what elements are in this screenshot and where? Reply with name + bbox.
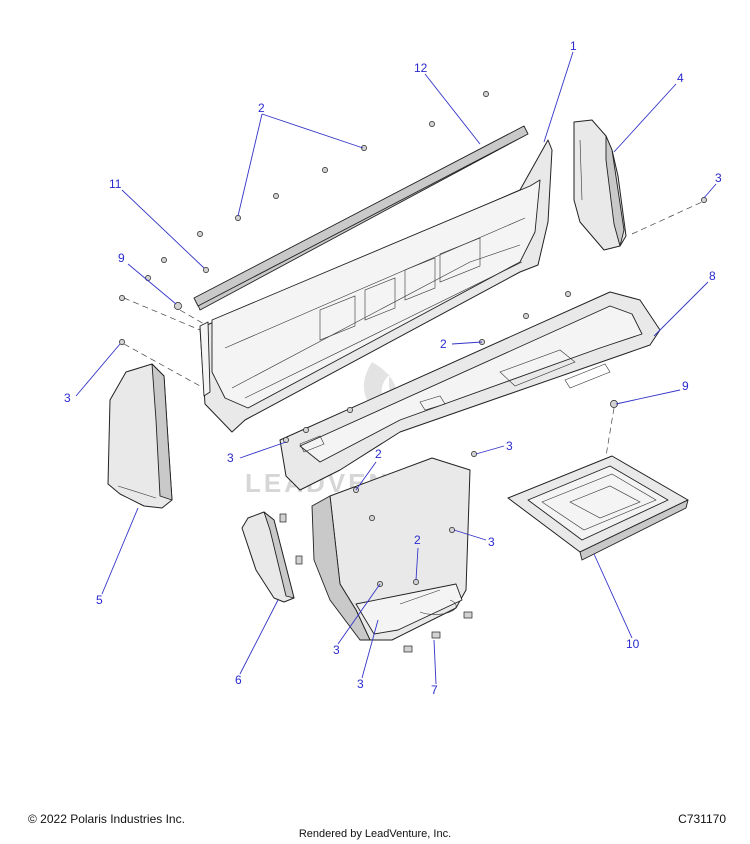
callout-5: 5 [96,593,103,607]
side-panel-right [573,119,627,251]
callout-12: 12 [414,61,428,75]
callout-3: 3 [715,171,722,185]
callout-1: 1 [570,39,577,53]
callout-2: 2 [414,533,421,547]
seal-strip [193,125,529,307]
callout-3: 3 [357,677,364,691]
copyright-text: © 2022 Polaris Industries Inc. [28,812,185,826]
callout-4: 4 [677,71,684,85]
callout-3: 3 [333,643,340,657]
callout-7: 7 [431,683,438,697]
callout-9: 9 [118,251,125,265]
floor-pan [279,291,661,491]
side-panel-left [107,363,173,509]
alignment-lines [123,201,703,457]
fasteners [119,91,707,653]
tray [507,455,689,561]
diagram-id: C731170 [678,812,726,826]
callout-2: 2 [258,101,265,115]
storage-box [311,457,471,641]
callouts: 1 12 4 2 11 3 9 8 2 3 9 3 2 3 3 5 2 6 3 … [64,39,722,697]
callout-10: 10 [626,637,640,651]
callout-3: 3 [227,451,234,465]
callout-11: 11 [109,177,122,191]
leader-lines [75,51,717,685]
cushion [241,511,295,603]
callout-8: 8 [709,269,716,283]
callout-3: 3 [506,439,513,453]
callout-9: 9 [682,379,689,393]
callout-2: 2 [440,337,447,351]
callout-6: 6 [235,673,242,687]
callout-3: 3 [488,535,495,549]
rendered-by-text: Rendered by LeadVenture, Inc. [298,828,452,840]
callout-2: 2 [375,447,382,461]
callout-3: 3 [64,391,71,405]
